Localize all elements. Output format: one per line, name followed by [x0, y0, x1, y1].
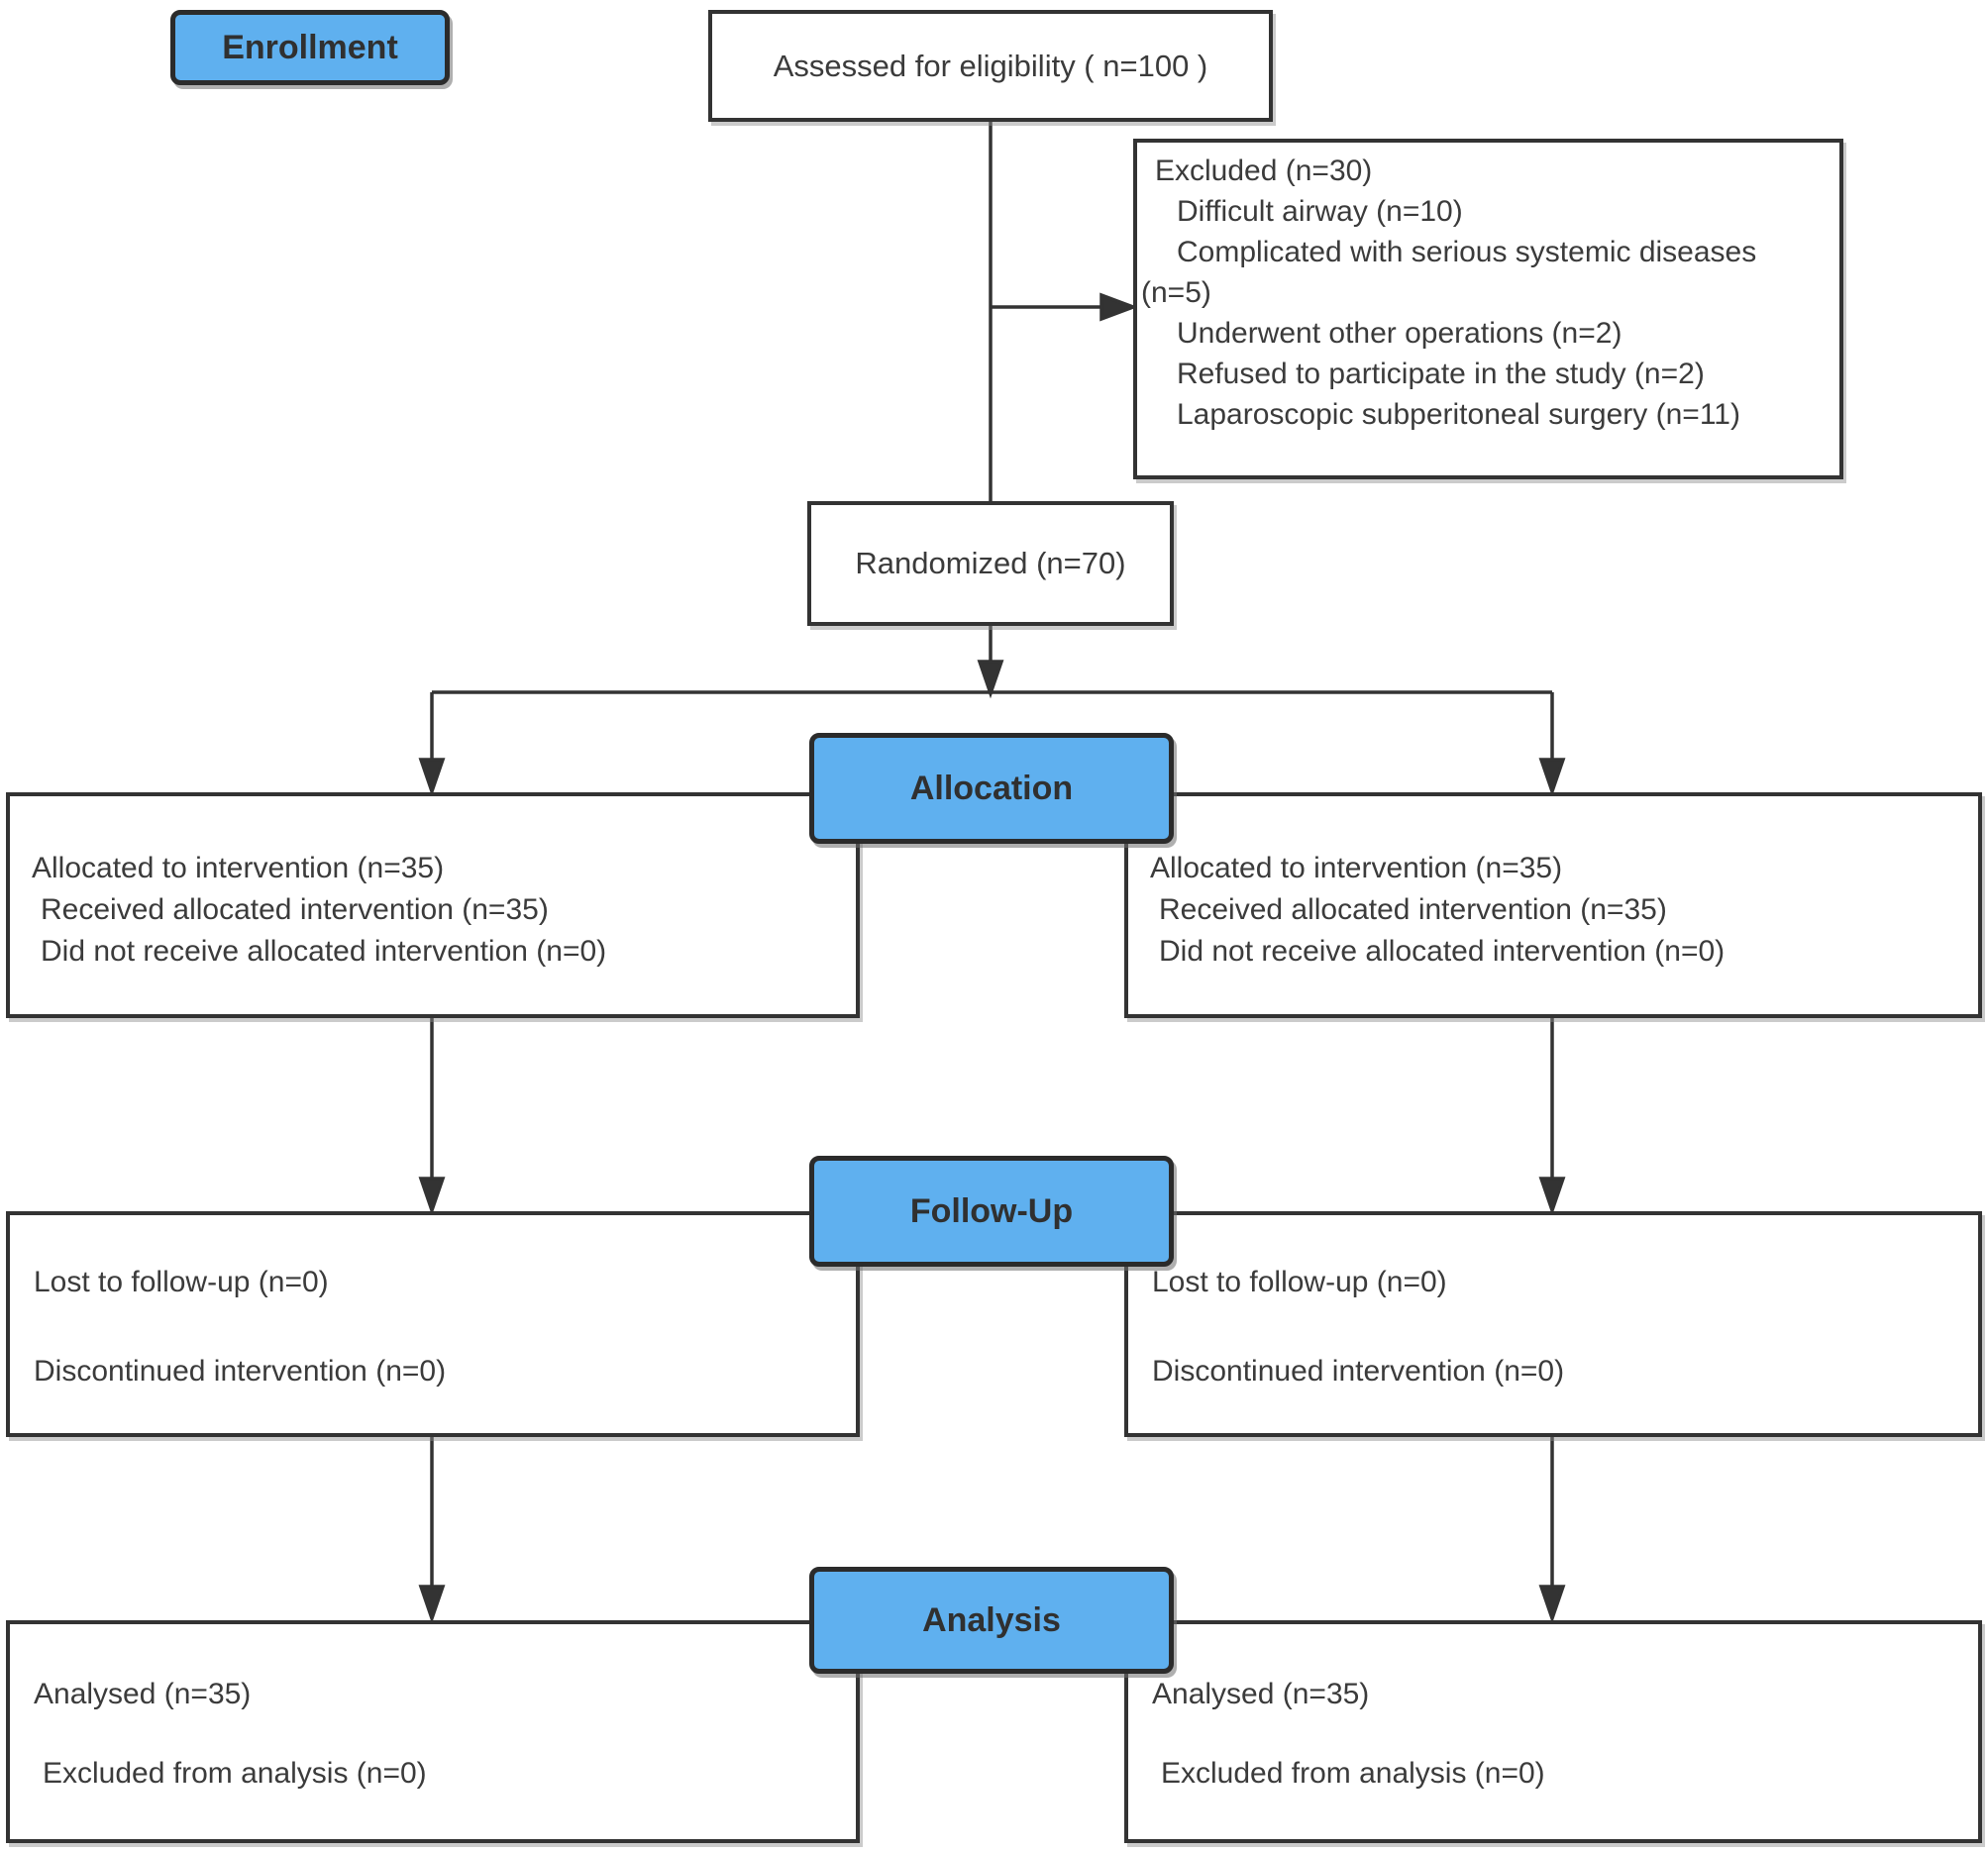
- allocation-stage-label: Allocation: [909, 769, 1074, 807]
- analysis-stage-label: Analysis: [922, 1600, 1061, 1639]
- arrowhead-alloc-right: [1538, 758, 1566, 797]
- arrowhead-excluded: [1099, 292, 1138, 322]
- assessed-box: Assessed for eligibility ( n=100 ): [708, 10, 1273, 122]
- followup-right-line: Discontinued intervention (n=0): [1152, 1355, 1565, 1388]
- allocation-left-line: Allocated to intervention (n=35): [32, 852, 445, 884]
- excluded-item: Complicated with serious systemic diseas…: [1177, 236, 1757, 268]
- analysis-right-line: Excluded from analysis (n=0): [1161, 1757, 1545, 1790]
- arrowhead-alloc-left: [418, 758, 446, 797]
- allocation-stage-box: Allocation: [809, 733, 1174, 844]
- arrowhead-fu-left: [418, 1177, 446, 1216]
- excluded-item: Refused to participate in the study (n=2…: [1177, 358, 1705, 390]
- analysis-stage-box: Analysis: [809, 1567, 1174, 1674]
- enrollment-stage-label: Enrollment: [222, 28, 398, 66]
- followup-left-line: Lost to follow-up (n=0): [34, 1266, 329, 1298]
- excluded-item-wrap: (n=5): [1141, 276, 1211, 309]
- excluded-item: Laparoscopic subperitoneal surgery (n=11…: [1177, 398, 1740, 431]
- allocation-right-line: Allocated to intervention (n=35): [1150, 852, 1563, 884]
- arrowhead-fu-right: [1538, 1177, 1566, 1216]
- followup-right-line: Lost to follow-up (n=0): [1152, 1266, 1447, 1298]
- randomized-box: Randomized (n=70): [807, 501, 1174, 626]
- allocation-left-box: Allocated to intervention (n=35) Receive…: [6, 792, 860, 1018]
- excluded-title: Excluded (n=30): [1155, 154, 1373, 187]
- allocation-right-box: Allocated to intervention (n=35) Receive…: [1124, 792, 1982, 1018]
- excluded-item: Underwent other operations (n=2): [1177, 317, 1622, 350]
- assessed-text: Assessed for eligibility ( n=100 ): [773, 48, 1208, 83]
- excluded-item: Difficult airway (n=10): [1177, 195, 1463, 228]
- allocation-right-line: Did not receive allocated intervention (…: [1159, 935, 1726, 968]
- analysis-right-line: Analysed (n=35): [1152, 1678, 1370, 1710]
- followup-left-box: Lost to follow-up (n=0) Discontinued int…: [6, 1211, 860, 1437]
- followup-stage-box: Follow-Up: [809, 1156, 1174, 1267]
- allocation-right-line: Received allocated intervention (n=35): [1159, 893, 1667, 926]
- enrollment-stage-box: Enrollment: [170, 10, 450, 85]
- excluded-box: Excluded (n=30) Difficult airway (n=10) …: [1133, 139, 1843, 479]
- analysis-left-line: Analysed (n=35): [34, 1678, 252, 1710]
- arrowhead-split: [977, 660, 1004, 699]
- allocation-left-line: Did not receive allocated intervention (…: [41, 935, 607, 968]
- arrowhead-an-left: [418, 1585, 446, 1624]
- randomized-text: Randomized (n=70): [855, 546, 1126, 580]
- analysis-left-line: Excluded from analysis (n=0): [43, 1757, 427, 1790]
- analysis-right-box: Analysed (n=35) Excluded from analysis (…: [1124, 1620, 1982, 1843]
- arrowhead-an-right: [1538, 1585, 1566, 1624]
- analysis-left-box: Analysed (n=35) Excluded from analysis (…: [6, 1620, 860, 1843]
- followup-left-line: Discontinued intervention (n=0): [34, 1355, 447, 1388]
- followup-right-box: Lost to follow-up (n=0) Discontinued int…: [1124, 1211, 1982, 1437]
- allocation-left-line: Received allocated intervention (n=35): [41, 893, 549, 926]
- followup-stage-label: Follow-Up: [909, 1191, 1074, 1230]
